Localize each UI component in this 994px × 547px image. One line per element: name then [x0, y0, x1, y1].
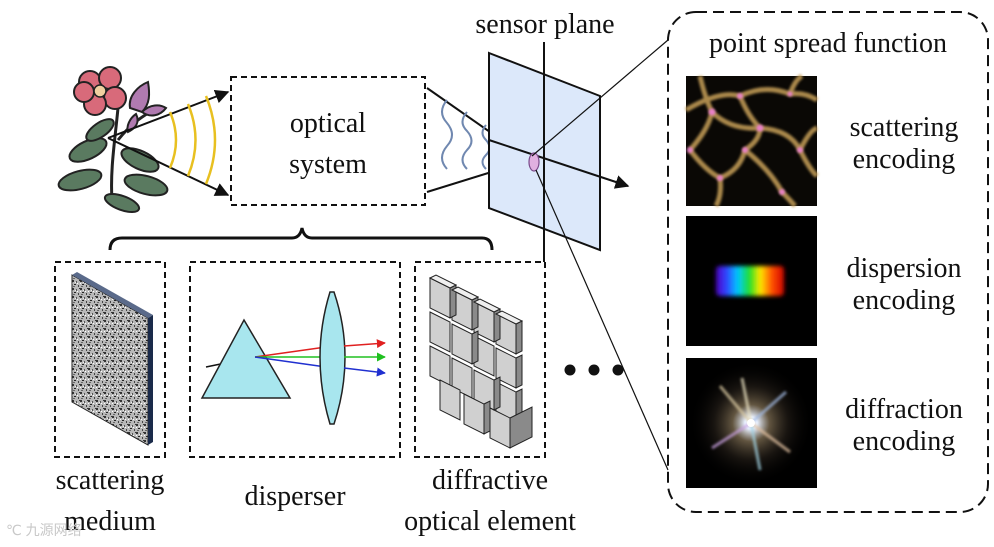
scattering-medium-label-1: scattering [56, 465, 165, 496]
psf-dispersion-image [686, 216, 817, 346]
optical-system-box [230, 76, 426, 206]
sensor-plane-label: sensor plane [475, 9, 614, 40]
disperser-label: disperser [244, 481, 346, 512]
zoom-line-top [531, 39, 669, 157]
psf-scattering-image [684, 73, 819, 208]
wavefront-arcs [168, 95, 217, 185]
doe-label-1: diffractive [432, 465, 548, 496]
psf-panel [667, 11, 989, 513]
scattering-medium-icon [71, 272, 153, 446]
disperser-icon [200, 291, 386, 425]
psf-title: point spread function [709, 28, 947, 59]
scattering-encoding-label-2: encoding [853, 144, 956, 175]
grouping-brace [108, 227, 494, 251]
optical-axis-arrow [488, 139, 630, 189]
watermark: ℃ 九源网络 [6, 522, 82, 538]
diffraction-encoding-label-1: diffraction [845, 394, 963, 425]
scattering-medium-label-2: medium [64, 506, 156, 537]
flower-plant-icon [57, 66, 169, 214]
optical-system-label-1: optical [290, 108, 366, 139]
zoom-line-bottom [535, 169, 669, 471]
doe-icon [428, 274, 533, 449]
dispersion-encoding-label-2: encoding [853, 285, 956, 316]
more-elements-ellipsis [564, 364, 624, 376]
doe-label-2: optical element [404, 506, 576, 537]
scattering-encoding-label-1: scattering [850, 112, 959, 143]
optical-system-label-2: system [289, 149, 367, 180]
wavefront-waves [441, 99, 491, 170]
dispersion-encoding-label-1: dispersion [846, 253, 961, 284]
psf-spot [528, 152, 540, 172]
psf-diffraction-image [686, 358, 817, 488]
disperser-box [189, 261, 401, 458]
diffraction-encoding-label-2: encoding [853, 426, 956, 457]
